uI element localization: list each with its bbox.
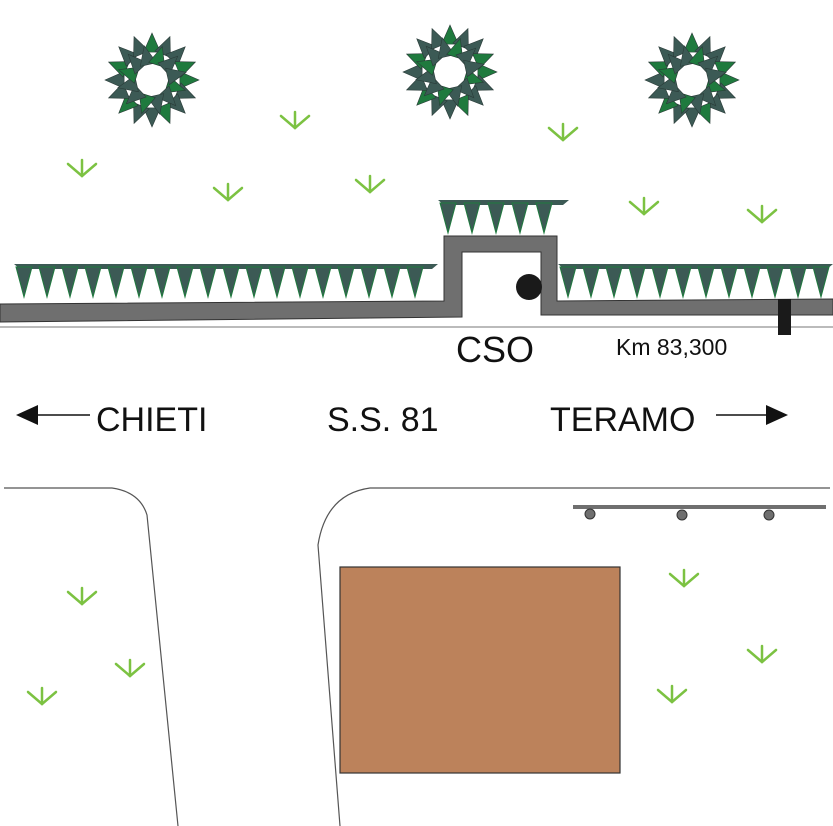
tree-icon: [402, 24, 498, 120]
cso-label: CSO: [456, 329, 534, 370]
grass-tuft-icon: [66, 158, 98, 178]
hedge-west: [14, 264, 438, 299]
grass-tuft-icon: [212, 182, 244, 202]
hedge-east: [558, 264, 833, 299]
road-name-label: S.S. 81: [327, 401, 439, 439]
direction-left-label: CHIETI: [96, 401, 207, 439]
grass-tuft-icon: [66, 586, 98, 606]
hedge-gate: [438, 200, 569, 235]
side-road-west-edge: [4, 487, 179, 826]
grass-tuft-icon: [354, 174, 386, 194]
direction-right-label: TERAMO: [550, 401, 695, 439]
arrow-left-icon: [16, 405, 90, 425]
boundary-wall: [0, 235, 833, 323]
cso-point-icon: [516, 274, 542, 300]
grass-tuft-icon: [114, 658, 146, 678]
grass-tuft-icon: [628, 196, 660, 216]
grass-tuft-icon: [656, 684, 688, 704]
grass-tufts: [26, 110, 778, 706]
km-marker-label: Km 83,300: [616, 334, 727, 360]
fence: [573, 505, 826, 521]
trees: [104, 24, 740, 128]
tree-icon: [104, 32, 200, 128]
grass-tuft-icon: [26, 686, 58, 706]
arrow-right-icon: [716, 405, 788, 425]
building: [339, 566, 621, 774]
grass-tuft-icon: [279, 110, 311, 130]
hedges: [14, 200, 833, 299]
grass-tuft-icon: [668, 568, 700, 588]
grass-tuft-icon: [746, 204, 778, 224]
side-road-east-edge: [317, 487, 830, 826]
grass-tuft-icon: [547, 122, 579, 142]
grass-tuft-icon: [746, 644, 778, 664]
km-post: [778, 299, 791, 335]
tree-icon: [644, 32, 740, 128]
